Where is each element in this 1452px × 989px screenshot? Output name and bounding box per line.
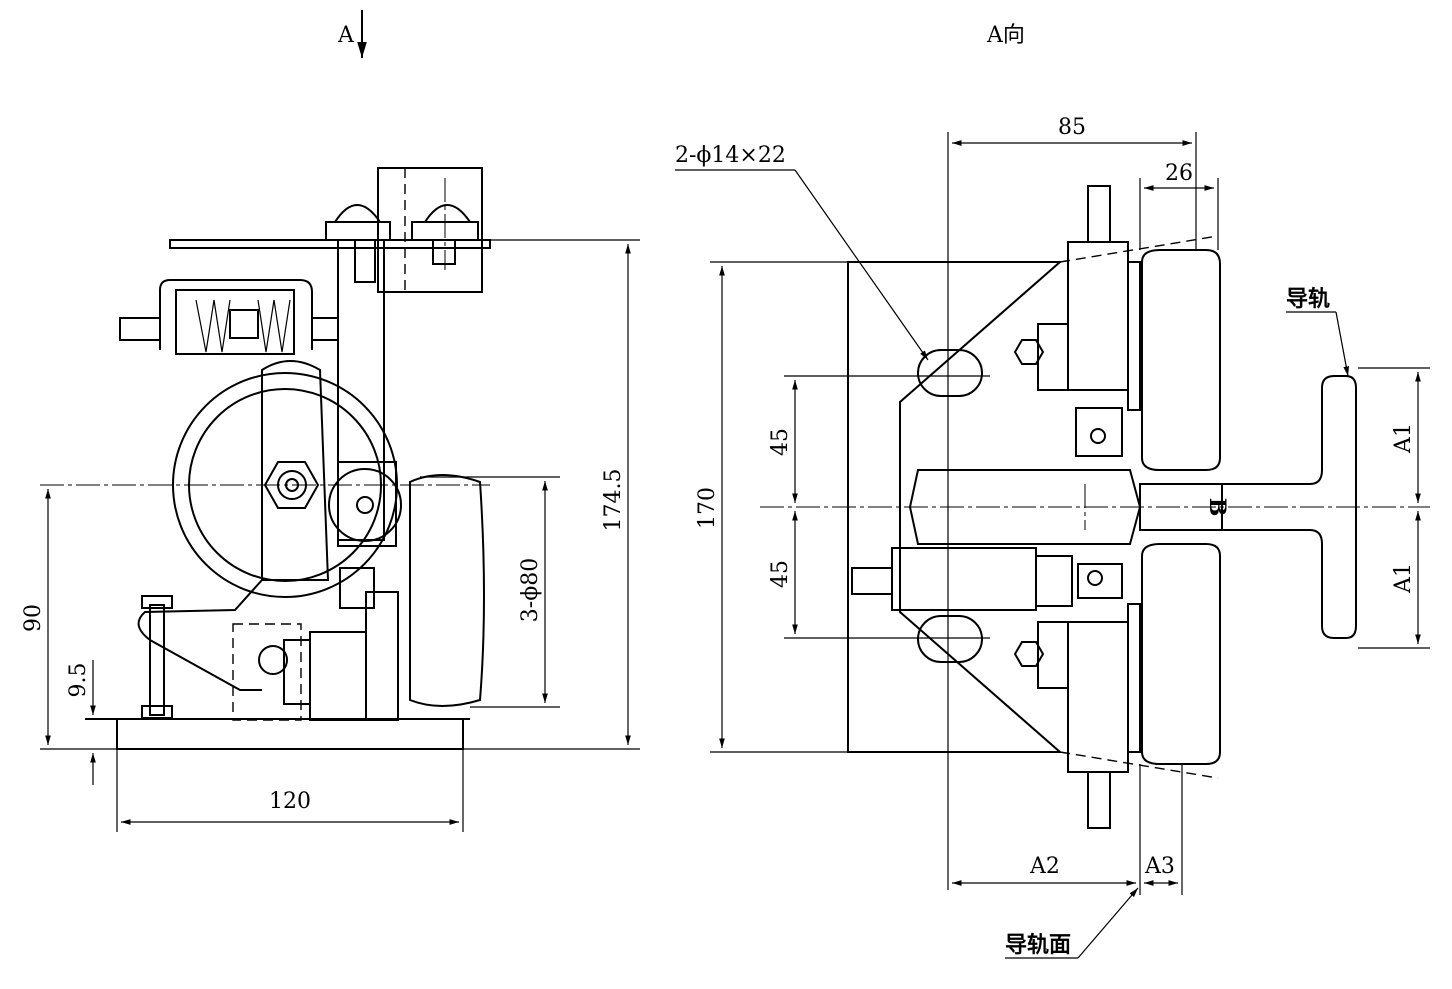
upper-hex-nut — [1013, 339, 1045, 365]
dim-a3: A3 — [1144, 854, 1175, 879]
spring-housing — [159, 279, 313, 350]
right-view-dimensions: 85 26 2-ϕ14×22 170 45 45 A1 A1 A2 — [675, 115, 1430, 959]
dashed-box — [232, 623, 302, 721]
label-slot-holes: 2-ϕ14×22 — [675, 143, 786, 168]
label-guide-rail-face: 导轨面 — [1005, 932, 1071, 958]
lower-bracket — [1067, 621, 1129, 773]
dim-height-170: 170 — [695, 487, 720, 529]
upper-bracket — [1067, 241, 1129, 391]
right-view: B — [760, 185, 1430, 829]
stud-left — [149, 604, 165, 716]
pivot-roller — [328, 468, 402, 542]
dim-width-85: 85 — [1058, 115, 1086, 140]
label-b: B — [1204, 498, 1230, 517]
spring-coil — [195, 299, 291, 353]
upper-guide-roller — [1141, 249, 1221, 471]
middle-roller-body — [908, 469, 1142, 545]
lower-hex-nut — [1013, 641, 1045, 667]
top-bracket — [377, 167, 483, 293]
view-labels: A A向 — [337, 10, 1025, 58]
dim-height-axis: 90 — [21, 604, 46, 632]
upper-nut-block — [1075, 407, 1123, 457]
pivot-block — [337, 461, 397, 547]
left-view-dimensions: 174.5 3-ϕ80 90 9.5 120 — [21, 239, 640, 832]
upper-shaft-top — [1087, 185, 1111, 243]
dim-a1-upper: A1 — [1391, 423, 1416, 454]
dim-roller-diameter: 3-ϕ80 — [518, 558, 543, 622]
lower-shaft-bottom — [1087, 771, 1111, 829]
dim-width-26: 26 — [1165, 161, 1193, 186]
dim-a1-lower: A1 — [1391, 563, 1416, 594]
lower-guide-roller — [1141, 543, 1221, 765]
dim-base-width: 120 — [269, 789, 311, 814]
top-bolt-head-right — [423, 204, 472, 223]
base-plate — [116, 718, 464, 750]
slot-hole-lower — [917, 615, 983, 663]
lever-arm — [261, 360, 330, 581]
top-plate — [169, 239, 491, 249]
guide-rail-profile — [1222, 375, 1357, 639]
dim-spacing-lower: 45 — [768, 560, 793, 588]
middle-roller-face — [1139, 483, 1223, 531]
dim-spacing-upper: 45 — [768, 428, 793, 456]
view-title-a-direction: A向 — [986, 23, 1025, 48]
slot-hole-upper — [917, 349, 983, 397]
lower-spring-housing — [891, 547, 1037, 611]
top-bolt-head-left — [333, 204, 382, 223]
spring-rod-left — [119, 317, 161, 341]
left-view — [40, 167, 491, 750]
hex-nut-main — [263, 461, 320, 509]
side-roller — [409, 474, 485, 707]
stud-right — [365, 591, 399, 721]
dim-base-thickness: 9.5 — [66, 663, 91, 698]
dim-a2: A2 — [1029, 854, 1060, 879]
label-guide-rail: 导轨 — [1286, 286, 1330, 312]
view-marker-a: A — [337, 23, 355, 48]
dim-height-total: 174.5 — [601, 469, 626, 532]
